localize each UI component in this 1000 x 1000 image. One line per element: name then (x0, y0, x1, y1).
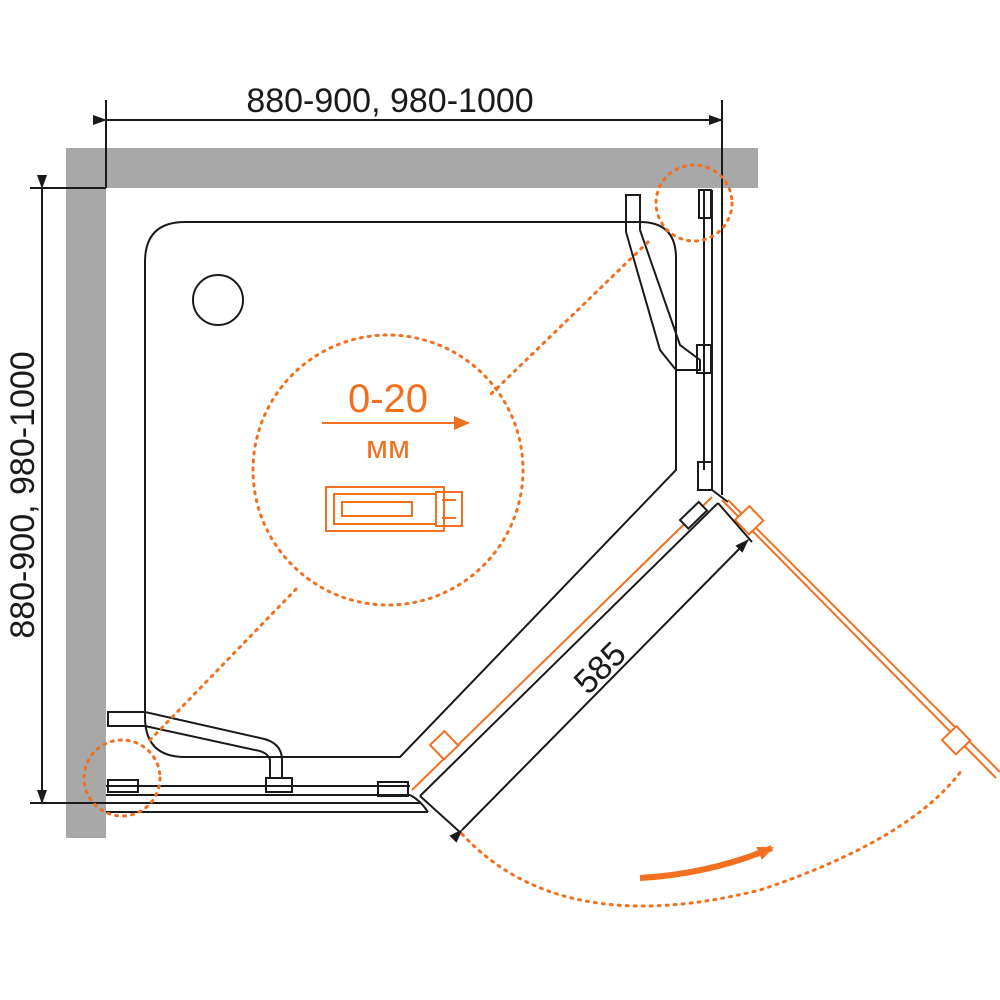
profile-section-icon (325, 486, 463, 532)
width-dimension-label: 880-900, 980-1000 (246, 82, 533, 120)
left-wall (66, 148, 106, 838)
fixed-glass-panel (411, 496, 719, 797)
height-dimension-label: 880-900, 980-1000 (4, 351, 42, 638)
callout-bottom-left (82, 738, 162, 818)
adjustment-unit-label: мм (366, 429, 410, 465)
open-door (721, 499, 1000, 779)
callout-top-right (654, 163, 734, 243)
shower-tray (144, 221, 677, 758)
panel-clip-upper (678, 500, 709, 531)
door-width-dimension (419, 502, 753, 843)
door-clip-lower (940, 724, 972, 756)
door-swing-arc (460, 768, 964, 908)
swing-direction-arrow (639, 845, 774, 881)
top-wall (66, 148, 758, 188)
door-clip-upper (733, 504, 765, 536)
panel-clip-lower (428, 729, 460, 761)
handle-top-right (625, 194, 701, 371)
adjustment-range-label: 0-20 (348, 377, 428, 421)
handle-bottom-left (107, 711, 283, 779)
callout-detail (251, 333, 525, 607)
enclosure-frame-bottom (106, 777, 429, 813)
walls (66, 148, 758, 838)
detail-callouts (82, 163, 734, 818)
door-width-label: 585 (567, 635, 634, 702)
drain-icon (192, 274, 244, 326)
